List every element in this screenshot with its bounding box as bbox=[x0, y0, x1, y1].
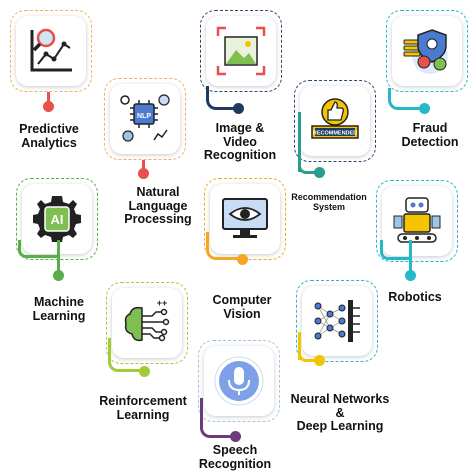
label-reinforcement: Reinforcement Learning bbox=[99, 394, 187, 422]
connector-reinforcement bbox=[108, 338, 144, 372]
neural-network-icon bbox=[314, 300, 360, 342]
label-nlp: Natural Language Processing bbox=[124, 185, 192, 226]
card-neural-networks bbox=[296, 280, 378, 362]
card-recommendation: RECOMMENDED bbox=[294, 80, 376, 162]
card-robotics bbox=[376, 180, 458, 262]
dot-robotics bbox=[405, 270, 416, 281]
image-frame-icon bbox=[216, 26, 266, 76]
label-neural-networks: Neural Networks & Deep Learning bbox=[290, 392, 390, 433]
label-robotics: Robotics bbox=[388, 290, 442, 304]
dot-computer-vision bbox=[237, 254, 248, 265]
dot-reinforcement bbox=[139, 366, 150, 377]
svg-text:NLP: NLP bbox=[137, 113, 151, 120]
dot-recommendation bbox=[314, 167, 325, 178]
card-predictive-analytics bbox=[10, 10, 92, 92]
label-recommendation: Recommendation System bbox=[291, 192, 367, 212]
connector-computer-vision bbox=[206, 232, 242, 260]
card-speech bbox=[198, 340, 280, 422]
ai-gear-icon: AI bbox=[33, 196, 81, 242]
connector-neural-networks-h bbox=[298, 346, 318, 362]
dot-machine-learning bbox=[53, 270, 64, 281]
svg-text:AI: AI bbox=[51, 212, 64, 227]
dot-nlp bbox=[138, 168, 149, 179]
connector-fraud bbox=[388, 88, 424, 110]
thumbs-up-badge-icon: RECOMMENDED bbox=[311, 98, 359, 139]
connector-machine-learning-v bbox=[57, 256, 60, 272]
card-nlp: NLP bbox=[104, 78, 186, 160]
monitor-eye-icon bbox=[222, 198, 268, 238]
brain-circuit-icon: ++ bbox=[124, 298, 170, 342]
microphone-icon bbox=[214, 356, 264, 406]
svg-text:RECOMMENDED: RECOMMENDED bbox=[313, 131, 357, 137]
connector-nlp bbox=[142, 160, 145, 172]
connector-recommendation bbox=[298, 112, 301, 172]
card-reinforcement: ++ bbox=[106, 282, 188, 364]
label-machine-learning: Machine Learning bbox=[32, 295, 86, 323]
connector-robotics bbox=[380, 240, 412, 260]
chart-search-icon bbox=[30, 28, 72, 72]
svg-text:++: ++ bbox=[157, 298, 168, 308]
connector-image-video bbox=[206, 86, 238, 110]
label-predictive-analytics: Predictive Analytics bbox=[19, 122, 79, 150]
connector-predictive-analytics bbox=[47, 92, 50, 104]
connector-recommendation-h bbox=[298, 160, 318, 174]
label-speech: Speech Recognition bbox=[198, 443, 272, 471]
dot-fraud bbox=[419, 103, 430, 114]
dot-predictive-analytics bbox=[43, 101, 54, 112]
label-computer-vision: Computer Vision bbox=[212, 293, 272, 321]
dot-speech bbox=[230, 431, 241, 442]
label-fraud: Fraud Detection bbox=[401, 121, 459, 149]
card-computer-vision bbox=[204, 178, 286, 260]
fraud-shield-icon bbox=[403, 29, 448, 74]
connector-robotics-v bbox=[409, 258, 412, 274]
card-fraud bbox=[386, 10, 468, 92]
robot-icon bbox=[393, 197, 441, 243]
connector-machine-learning bbox=[18, 240, 60, 258]
card-image-video bbox=[200, 10, 282, 92]
nlp-chip-icon: NLP bbox=[120, 94, 170, 142]
connector-speech bbox=[200, 398, 236, 438]
label-image-video: Image & Video Recognition bbox=[203, 121, 277, 162]
dot-image-video bbox=[233, 103, 244, 114]
dot-neural-networks bbox=[314, 355, 325, 366]
